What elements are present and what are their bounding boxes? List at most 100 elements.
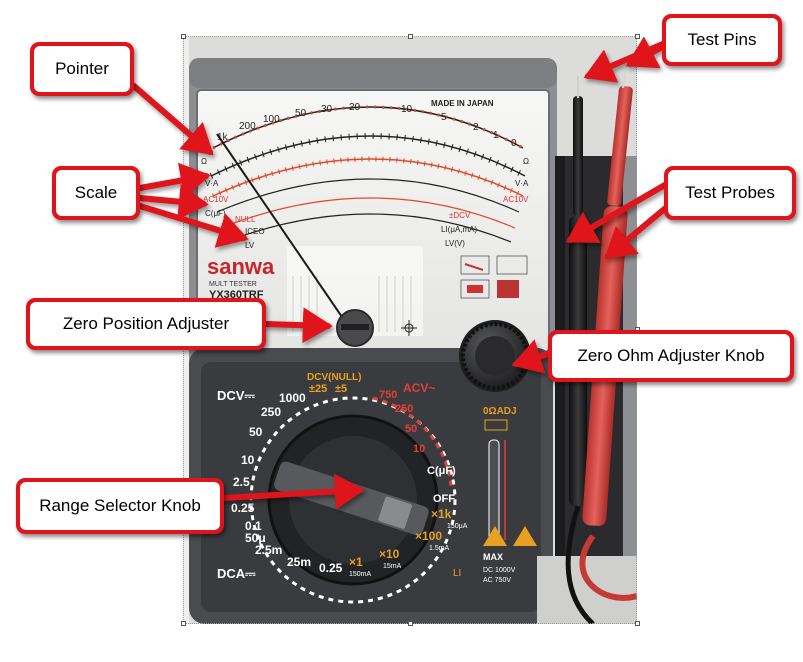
- symbol-box-4: [497, 280, 519, 298]
- ohm-ranges: ×1k ×100 ×10 ×1: [349, 507, 452, 569]
- warning-triangle-1: [483, 526, 507, 546]
- resize-handle-top-left[interactable]: [181, 34, 186, 39]
- ohm-mark-30: 30: [321, 104, 333, 115]
- scale-label-lv: LV: [245, 241, 255, 250]
- svg-text:10: 10: [241, 453, 255, 467]
- callout-scale-text: Scale: [56, 170, 136, 216]
- dca-ranges: 2.5m 25m 0.25: [255, 543, 343, 575]
- svg-text:1.5mA: 1.5mA: [429, 545, 450, 552]
- svg-text:2.5: 2.5: [233, 475, 250, 489]
- scale-arcs: [209, 105, 527, 243]
- brand-logo: sanwa: [207, 254, 275, 279]
- li-label: LI: [453, 568, 461, 579]
- scale-label-dcv: ±DCV: [449, 211, 471, 220]
- svg-text:25m: 25m: [287, 555, 311, 569]
- scale-label-ohm-left: Ω: [201, 157, 207, 166]
- acv-label: ACV~: [403, 381, 435, 395]
- ohm-mark-10: 10: [401, 104, 413, 115]
- cap-label: C(μF): [427, 465, 456, 477]
- max-label: MAX: [483, 552, 503, 562]
- svg-text:0.1: 0.1: [245, 519, 262, 533]
- svg-text:×1k: ×1k: [431, 507, 452, 521]
- dcv-ranges: 1000 250 50 10 2.5 0.25 0.1 50μ: [231, 391, 306, 545]
- made-in-label: MADE IN JAPAN: [431, 99, 494, 108]
- ohm-scale-numbers: 1k 200 100 50 30 20 10 5 2 1 0: [217, 102, 517, 149]
- resize-handle-bottom-middle[interactable]: [408, 621, 413, 626]
- callout-scale: Scale: [52, 166, 140, 220]
- callout-zero-position-adjuster-text: Zero Position Adjuster: [30, 302, 262, 346]
- model-caption: MULT TESTER: [209, 281, 257, 288]
- svg-text:50μ: 50μ: [245, 531, 266, 545]
- dcv-label: DCV⎓: [217, 388, 255, 403]
- probe-jack-panel: [488, 439, 500, 541]
- ohm-mark-2: 2: [473, 122, 479, 133]
- callout-test-probes-text: Test Probes: [668, 170, 792, 216]
- svg-text:1000: 1000: [279, 391, 306, 405]
- svg-text:×100: ×100: [415, 529, 442, 543]
- right-scale-labels: Ω V·A AC10V ±DCV LI(μA,mA) LV(V): [441, 157, 529, 248]
- ohm-mark-200: 200: [239, 121, 256, 132]
- callout-test-probes: Test Probes: [664, 166, 796, 220]
- callout-test-pins-text: Test Pins: [666, 18, 778, 62]
- svg-text:0.25: 0.25: [319, 561, 343, 575]
- resize-handle-top-right[interactable]: [635, 34, 640, 39]
- acv-ranges: 750 250 50 10: [379, 389, 425, 455]
- symbol-box-3: [460, 279, 490, 299]
- svg-text:10: 10: [413, 443, 425, 455]
- svg-text:0.25: 0.25: [231, 501, 255, 515]
- svg-text:750: 750: [379, 389, 397, 401]
- svg-text:250: 250: [261, 405, 281, 419]
- scale-label-ac10v-right: AC10V: [503, 195, 529, 204]
- svg-text:×1: ×1: [349, 555, 363, 569]
- ohm-mark-50: 50: [295, 108, 307, 119]
- ohm-sub-labels: 150μA 1.5mA 15mA 150mA: [349, 523, 468, 578]
- symbol-box-2: [496, 255, 528, 275]
- scale-label-null: NULL: [235, 215, 256, 224]
- dial-ring: [249, 396, 457, 604]
- ohm-mark-1: 1: [493, 130, 499, 141]
- scale-label-ohm-right: Ω: [523, 157, 529, 166]
- resize-handle-top-middle[interactable]: [408, 34, 413, 39]
- ohm-mark-5: 5: [441, 112, 447, 123]
- svg-text:150μA: 150μA: [447, 523, 468, 530]
- dcv-null-25: ±25: [309, 383, 327, 395]
- dca-label: DCA⎓: [217, 566, 256, 581]
- callout-range-selector-knob: Range Selector Knob: [16, 478, 224, 534]
- scale-label-lvv: LV(V): [445, 239, 465, 248]
- svg-text:50: 50: [405, 423, 417, 435]
- off-label: OFF: [433, 493, 455, 505]
- svg-text:250: 250: [395, 403, 413, 415]
- callout-pointer: Pointer: [30, 42, 134, 96]
- dcv-null-5: ±5: [335, 383, 347, 395]
- callout-test-pins: Test Pins: [662, 14, 782, 66]
- svg-text:15mA: 15mA: [383, 563, 402, 570]
- ohm-mark-0: 0: [511, 138, 517, 149]
- scale-label-cuf: C(μF): [205, 209, 226, 218]
- svg-text:2.5m: 2.5m: [255, 543, 282, 557]
- callout-zero-ohm-adjuster-knob-text: Zero Ohm Adjuster Knob: [552, 334, 790, 378]
- ohm-mark-20: 20: [349, 102, 361, 113]
- symbol-box-1: [460, 255, 490, 275]
- zero-adj-label: 0ΩADJ: [483, 406, 517, 417]
- warning-triangle-2: [513, 526, 537, 546]
- svg-text:×10: ×10: [379, 547, 400, 561]
- resize-handle-bottom-left[interactable]: [181, 621, 186, 626]
- scale-label-li: LI(μA,mA): [441, 225, 478, 234]
- svg-text:50: 50: [249, 425, 263, 439]
- dcv-null-label: DCV(NULL): [307, 372, 361, 383]
- scale-label-va-right: V·A: [515, 179, 529, 188]
- ohm-mark-100: 100: [263, 114, 280, 125]
- svg-text:150mA: 150mA: [349, 571, 372, 578]
- callout-pointer-text: Pointer: [34, 46, 130, 92]
- scale-label-iceo: ICEO: [245, 227, 265, 236]
- scale-label-ac10v-left: AC10V: [203, 195, 229, 204]
- red-cable: [579, 534, 637, 601]
- resize-handle-bottom-right[interactable]: [635, 621, 640, 626]
- black-cable: [565, 505, 595, 624]
- pointer-needle: [216, 133, 356, 337]
- max-dc: DC 1000V: [483, 567, 516, 574]
- scale-label-va-left: V·A: [205, 179, 219, 188]
- callout-zero-ohm-adjuster-knob: Zero Ohm Adjuster Knob: [548, 330, 794, 382]
- max-ac: AC 750V: [483, 577, 511, 584]
- callout-zero-position-adjuster: Zero Position Adjuster: [26, 298, 266, 350]
